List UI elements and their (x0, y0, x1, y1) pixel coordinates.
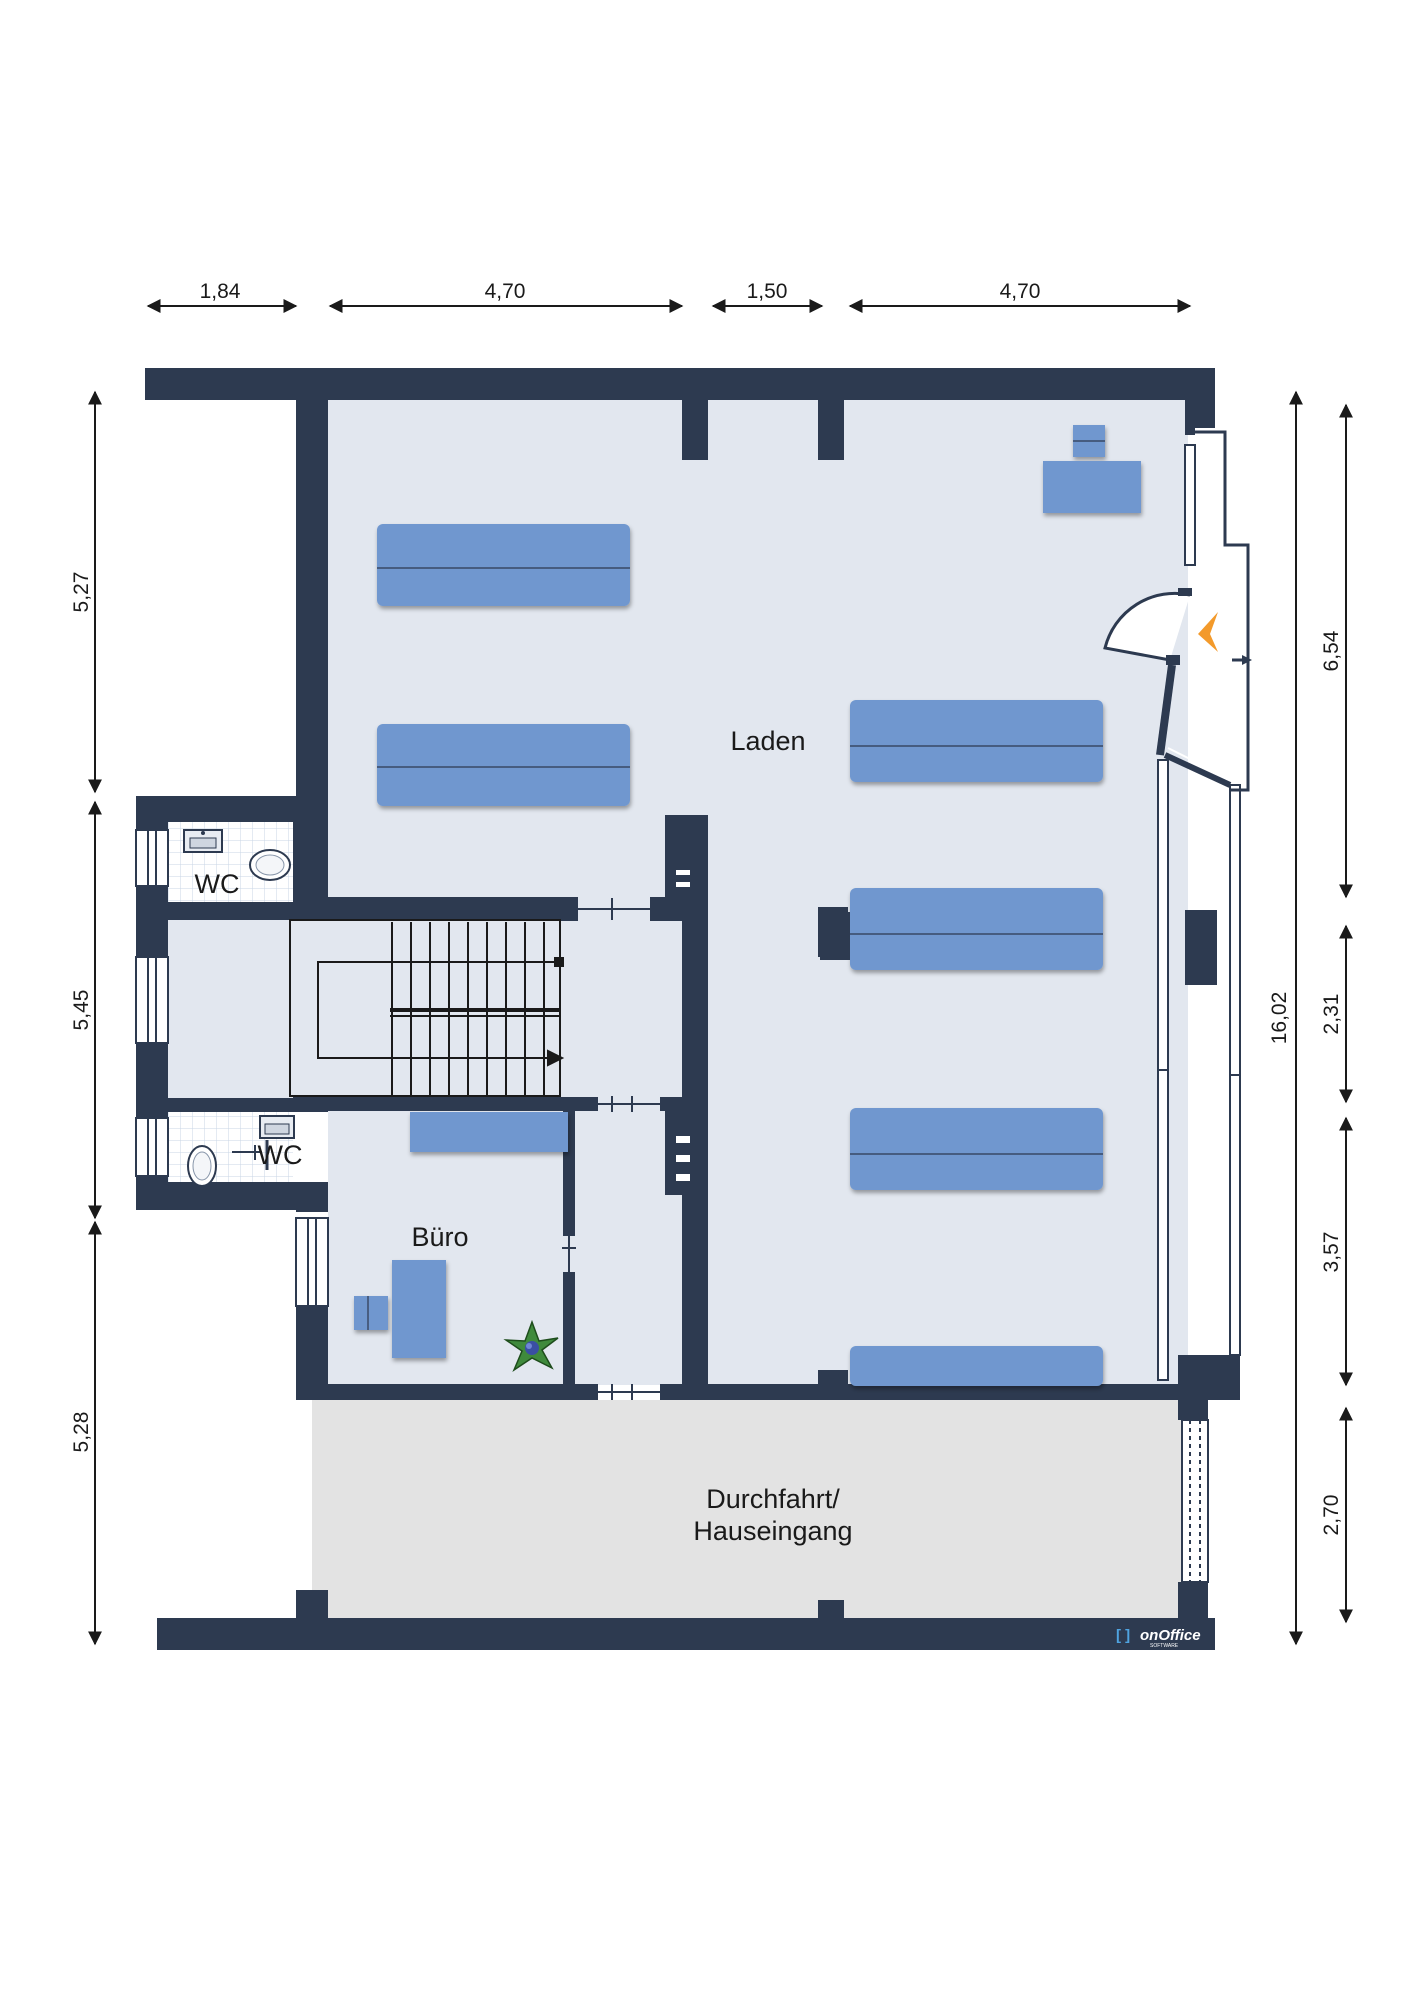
durchfahrt-floor (312, 1400, 1192, 1618)
window-storefront-outer (1229, 784, 1241, 1356)
shelf-4 (850, 888, 1103, 970)
counter (1043, 461, 1141, 513)
dim-top-2: 4,70 (485, 280, 526, 303)
room-label-laden: Laden (730, 726, 805, 756)
wall-office-left (296, 1182, 328, 1212)
windows (135, 444, 1241, 1583)
window-passage-right (1181, 1419, 1209, 1583)
wall-central-lower-block (665, 1110, 708, 1195)
office-chair (354, 1296, 388, 1330)
room-label-durchfahrt: Durchfahrt/ (706, 1484, 840, 1514)
dim-right-total: 16,02 (1268, 992, 1291, 1045)
room-label-hauseingang: Hauseingang (693, 1516, 852, 1546)
wall-bottom (157, 1618, 1215, 1650)
wall-right-upper (1185, 400, 1195, 435)
furniture (354, 425, 1141, 1386)
room-label-wc-upper: WC (195, 869, 240, 899)
wc-fixtures (183, 829, 295, 1187)
logo-bracket-icon: [ ] (1116, 1627, 1130, 1644)
wall-laden-bottom-post (818, 1370, 848, 1386)
onoffice-logo: [ ] onOffice SOFTWARE (1116, 1627, 1201, 1649)
wall-top (145, 368, 1215, 400)
furniture-lines (367, 440, 1105, 1330)
stair-arrow-icon (547, 1049, 565, 1067)
window-wc-upper (135, 829, 169, 887)
wall-office-bottom-mid (660, 1384, 1208, 1400)
shelf-6 (850, 1346, 1103, 1386)
office-desk (392, 1260, 446, 1358)
dim-top-3: 1,50 (747, 280, 788, 303)
wall-office-divider-lower (563, 1272, 575, 1386)
wall-wc-upper-right (293, 822, 328, 902)
shelf-office (410, 1112, 568, 1152)
wall-stair-bottom (293, 1097, 598, 1111)
room-label-buero: Büro (411, 1222, 468, 1252)
logo-sub: SOFTWARE (1150, 1643, 1179, 1649)
dimension-lines (88, 299, 1353, 1646)
dim-left-1: 5,27 (70, 572, 93, 613)
wall-bottom-left-stub (296, 1590, 328, 1618)
dim-right-1: 6,54 (1320, 630, 1343, 671)
window-office (295, 1217, 329, 1307)
corridor-floor (168, 920, 293, 1100)
staircase (289, 919, 565, 1097)
wall-office-bottom (296, 1384, 598, 1400)
wall-wc-divider-2 (168, 1098, 328, 1112)
wall-right-bottom-block (1178, 1355, 1240, 1400)
shelf-end-block (820, 912, 850, 960)
wall-right-sign (1185, 910, 1217, 985)
shelf-1 (377, 524, 630, 606)
wall-stair-top (293, 897, 578, 921)
entrance (1103, 430, 1252, 792)
entrance-arrow-icon (1198, 612, 1218, 652)
dim-right-2: 2,31 (1320, 994, 1343, 1035)
window-corridor (135, 956, 169, 1044)
dim-right-4: 2,70 (1320, 1495, 1343, 1536)
dim-left-2: 5,45 (70, 990, 93, 1031)
wall-sockets (676, 870, 690, 1181)
shelf-3 (850, 700, 1103, 782)
room-labels: Laden WC WC Büro Durchfahrt/ Hauseingang (195, 726, 853, 1546)
wall-bottom-mid-stub (818, 1600, 844, 1618)
plant-icon (503, 1319, 559, 1373)
wall-central (682, 815, 708, 1385)
pillar-1 (682, 400, 708, 460)
dimension-labels: 1,84 4,70 1,50 4,70 5,27 5,45 5,28 16,02… (70, 280, 1343, 1535)
door-swing (1103, 591, 1191, 662)
logo-name: onOffice (1140, 1627, 1201, 1644)
shelf-2 (377, 724, 630, 806)
door-markers (197, 898, 660, 1400)
wall-right-post-low (1178, 1582, 1208, 1618)
dim-top-1: 1,84 (200, 280, 241, 303)
dim-top-4: 4,70 (1000, 280, 1041, 303)
room-label-wc-lower: WC (258, 1140, 303, 1170)
dim-left-3: 5,28 (70, 1412, 93, 1453)
wall-right-post (1178, 1400, 1208, 1420)
shelf-5 (850, 1108, 1103, 1190)
window-right-upper (1184, 444, 1196, 566)
dim-right-3: 3,57 (1320, 1232, 1343, 1273)
pillar-2 (818, 400, 844, 460)
window-wc-lower (135, 1117, 169, 1177)
